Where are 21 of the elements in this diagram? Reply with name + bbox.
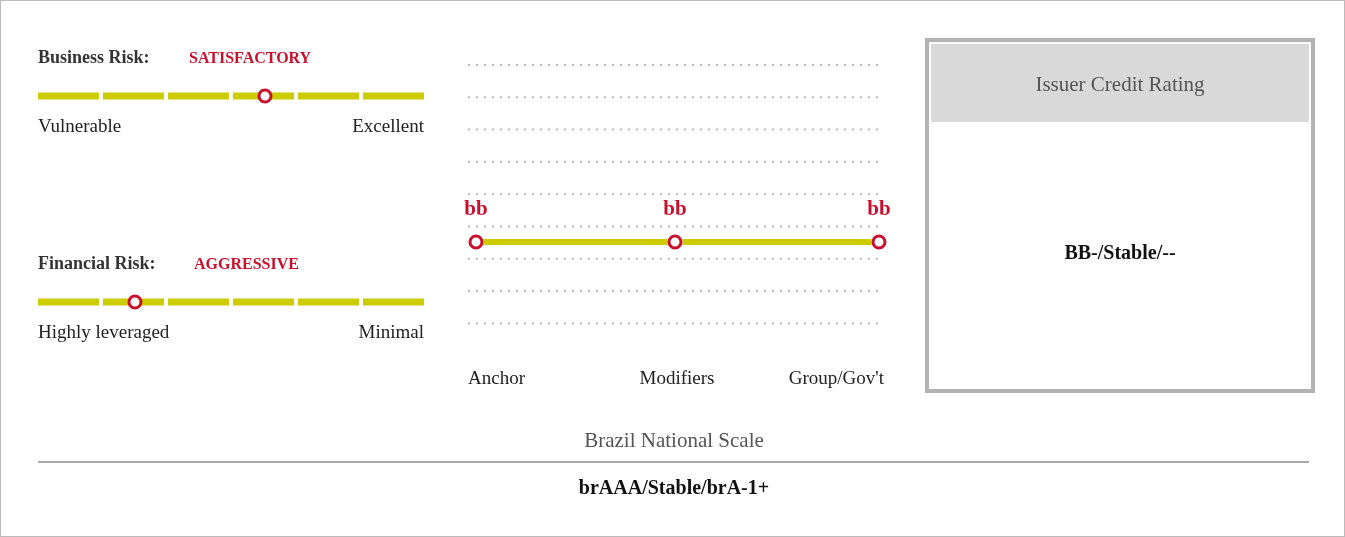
scale-title: Brazil National Scale bbox=[584, 430, 764, 451]
rating-card bbox=[925, 38, 1315, 393]
connector-line bbox=[483, 239, 668, 245]
score-label: bb bbox=[663, 198, 687, 219]
column-label: Anchor bbox=[468, 368, 525, 387]
risk-assessment: SATISFACTORY bbox=[189, 50, 312, 66]
score-label: bb bbox=[867, 198, 891, 219]
risk-assessment: AGGRESSIVE bbox=[194, 256, 299, 272]
scale-end-label: Excellent bbox=[352, 116, 424, 135]
rating-value: BB-/Stable/-- bbox=[1064, 242, 1176, 262]
risk-label: Business Risk: bbox=[38, 48, 150, 66]
column-label: Modifiers bbox=[639, 368, 715, 387]
score-label: bb bbox=[464, 198, 488, 219]
risk-label: Financial Risk: bbox=[38, 254, 156, 272]
scale-end-label: Vulnerable bbox=[38, 116, 122, 135]
scale-end-label: Minimal bbox=[358, 322, 424, 341]
card-heading: Issuer Credit Rating bbox=[1035, 74, 1205, 95]
scale-end-label: Highly leveraged bbox=[38, 322, 170, 341]
national-rating: brAAA/Stable/brA-1+ bbox=[578, 477, 770, 497]
connector-line bbox=[682, 239, 872, 245]
column-label: Group/Gov't bbox=[788, 368, 884, 387]
